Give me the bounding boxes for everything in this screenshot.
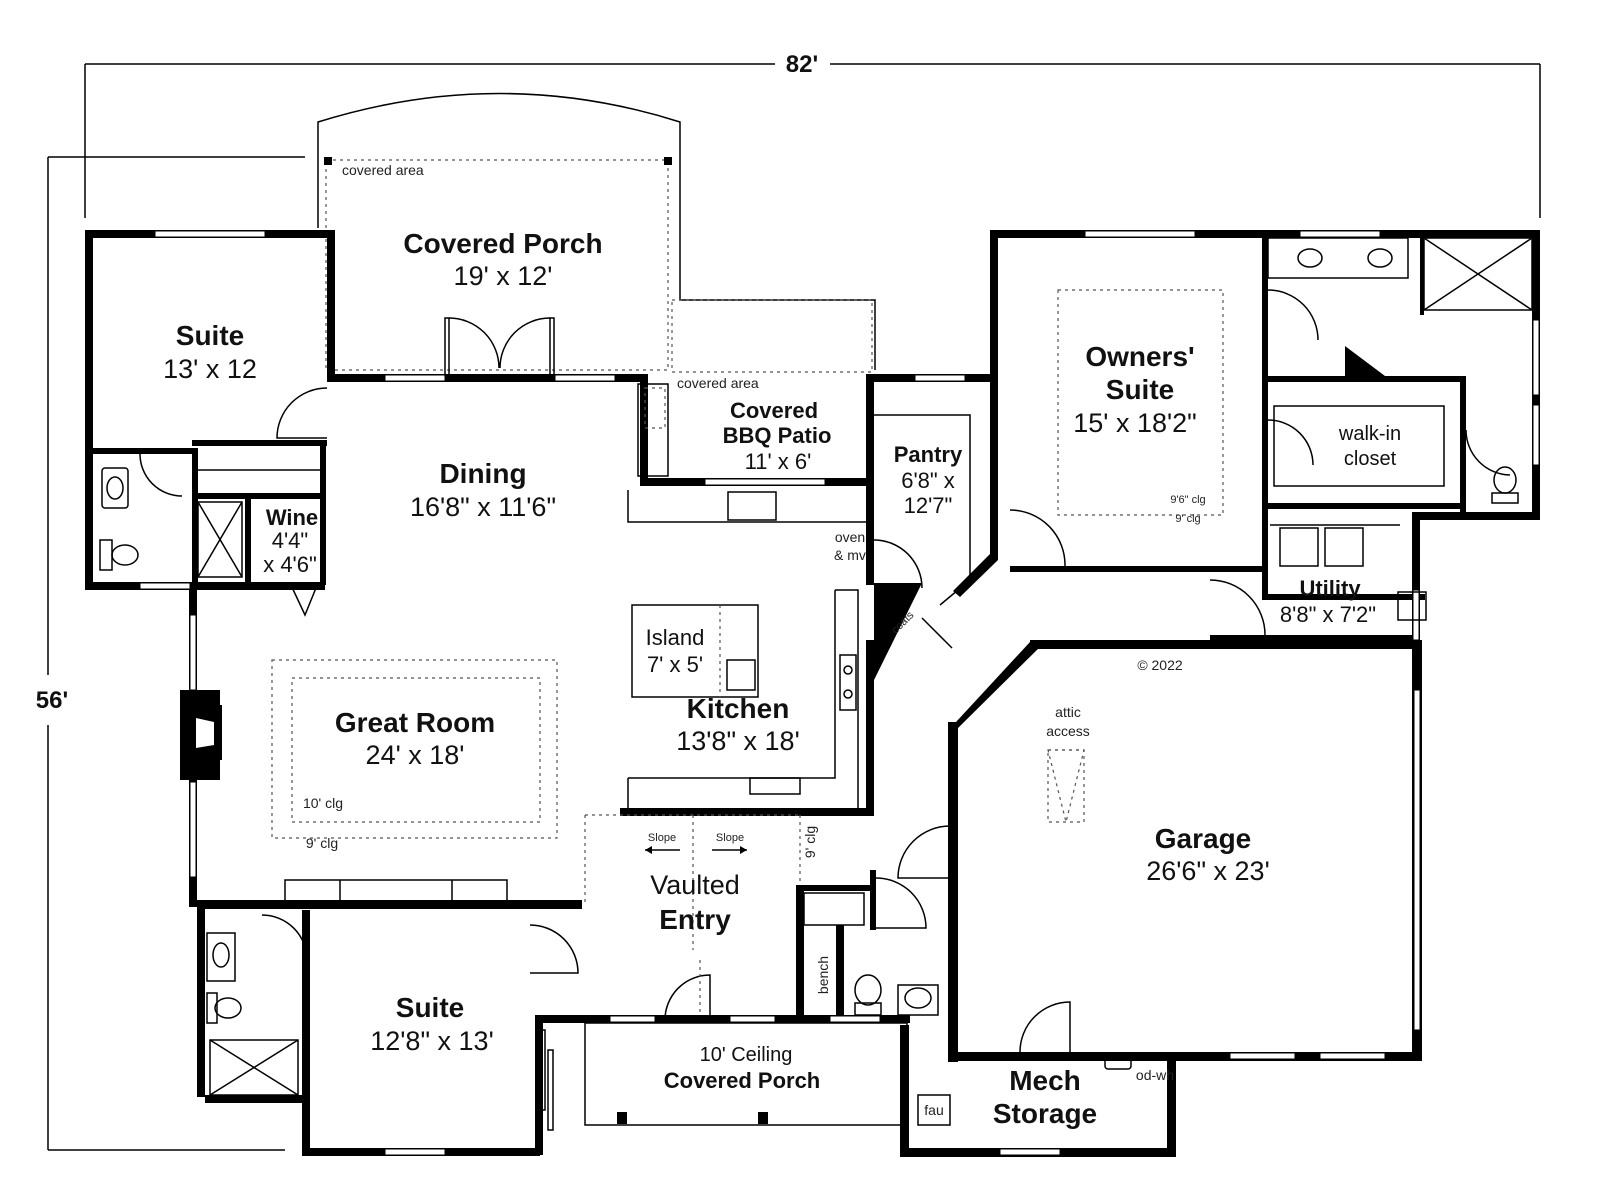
bbq-line1: Covered <box>730 398 818 423</box>
mech-line2: Storage <box>993 1098 1097 1129</box>
entry-clg-label: 9' clg <box>802 826 818 858</box>
fau-label: fau <box>924 1102 943 1118</box>
owners-line2: Suite <box>1106 374 1174 405</box>
attic-line1: attic <box>1055 704 1081 720</box>
wine-name: Wine <box>266 505 318 530</box>
front-porch-line1: 10' Ceiling <box>700 1044 793 1066</box>
rear-porch-name: Covered Porch <box>403 228 602 259</box>
suite-sw-dims: 12'8" x 13' <box>370 1026 493 1056</box>
copyright-label: © 2022 <box>1137 657 1183 673</box>
wine-dims1: 4'4" <box>272 528 308 553</box>
dining-name: Dining <box>439 458 526 489</box>
rear-porch-dims: 19' x 12' <box>454 261 553 291</box>
slope-left-label: Slope <box>648 832 676 844</box>
bbq-dims: 11' x 6' <box>745 449 812 474</box>
pantry-dims2: 12'7" <box>904 493 953 518</box>
suite-sw-name: Suite <box>396 992 464 1023</box>
suite-nw-dims: 13' x 12 <box>163 354 257 384</box>
island-name: Island <box>646 625 705 650</box>
front-porch-line2: Covered Porch <box>664 1068 821 1093</box>
oven-line2: & mv <box>834 547 866 563</box>
owners-clg1: 9'6" clg <box>1170 494 1205 506</box>
owners-line1: Owners' <box>1085 341 1194 372</box>
covered-area-label-1: covered area <box>342 162 424 178</box>
walls <box>85 230 1540 1157</box>
dimension-lines: 82' 56' <box>36 51 1541 1151</box>
suite-nw-name: Suite <box>176 320 244 351</box>
great-room-name: Great Room <box>335 707 495 738</box>
owners-dims: 15' x 18'2" <box>1073 408 1196 438</box>
kitchen-name: Kitchen <box>687 693 790 724</box>
kitchen-dims: 13'8" x 18' <box>676 726 799 756</box>
attic-line2: access <box>1046 723 1090 739</box>
wine-dims2: x 4'6" <box>263 552 317 577</box>
windows <box>139 230 1540 1156</box>
walkin-line2: closet <box>1344 448 1397 470</box>
bench-label: bench <box>815 956 831 994</box>
covered-area-label-2: covered area <box>677 375 759 391</box>
overall-width-label: 82' <box>786 51 818 78</box>
pantry-dims1: 6'8" x <box>901 468 955 493</box>
utility-name: Utility <box>1299 576 1361 601</box>
bbq-line2: BBQ Patio <box>723 423 832 448</box>
owners-clg2: 9' clg <box>1175 513 1200 525</box>
pantry-name: Pantry <box>894 442 963 467</box>
rear-porch-outline <box>317 92 876 373</box>
doors <box>139 289 1511 1131</box>
room-labels: covered area covered area Suite 13' x 12… <box>163 162 1401 1129</box>
overall-depth-label: 56' <box>36 687 68 714</box>
mech-line1: Mech <box>1009 1065 1081 1096</box>
dining-dims: 16'8" x 11'6" <box>410 492 556 522</box>
fixtures <box>99 237 1533 1126</box>
great-room-clg1: 10' clg <box>303 795 343 811</box>
utility-dims: 8'8" x 7'2" <box>1280 602 1376 627</box>
island-dims: 7' x 5' <box>647 652 703 677</box>
vaulted-line2: Entry <box>659 904 731 935</box>
oven-line1: oven <box>835 529 865 545</box>
great-room-clg2: 9' clg <box>306 835 338 851</box>
great-room-dims: 24' x 18' <box>366 740 465 770</box>
vaulted-line1: Vaulted <box>650 870 740 900</box>
slope-right-label: Slope <box>716 832 744 844</box>
garage-dims: 26'6" x 23' <box>1146 856 1269 886</box>
odwh-label: od-wh <box>1136 1067 1174 1083</box>
walkin-line1: walk-in <box>1338 423 1401 445</box>
garage-name: Garage <box>1155 823 1252 854</box>
